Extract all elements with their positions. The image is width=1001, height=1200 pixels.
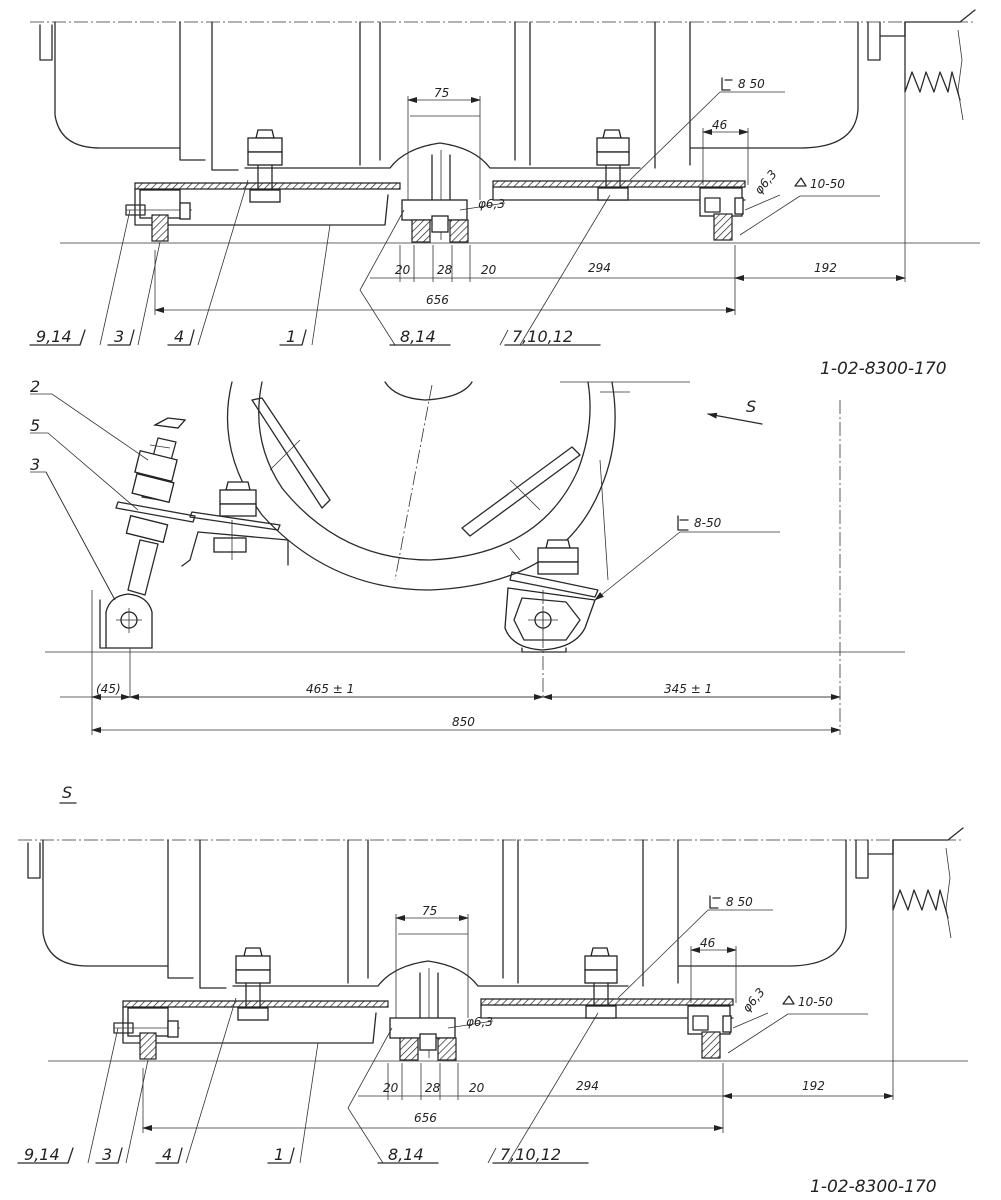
part-label-8-14: 8,14 [400, 327, 436, 346]
weld-mark-8-50-b: 8 50 [726, 895, 753, 909]
side-section-view: 2 5 3 S 8-50 (45) 465 ± 1 345 ± 1 850 [30, 377, 905, 735]
dim-20a: 20 [395, 263, 411, 277]
dim-294: 294 [588, 261, 611, 275]
dim-28-b: 28 [425, 1081, 441, 1095]
weld-mark-10-50: 10-50 [810, 177, 845, 191]
dim-656-b: 656 [414, 1111, 437, 1125]
part-label-1: 1 [286, 327, 296, 346]
dim-192: 192 [814, 261, 837, 275]
dim-345: 345 ± 1 [664, 682, 712, 696]
dim-dia-left: φ6,3 [478, 197, 505, 211]
dim-20b: 20 [481, 263, 497, 277]
dim-dia-right: φ6,3 [752, 167, 780, 197]
dim-75: 75 [434, 86, 449, 100]
part-label-9-14: 9,14 [36, 327, 72, 346]
weld-mark-8-50-mid: 8-50 [694, 516, 722, 530]
weld-mark-10-50-b: 10-50 [798, 995, 833, 1009]
part-label-3-b: 3 [102, 1145, 112, 1164]
part-label-4: 4 [174, 327, 184, 346]
dim-28: 28 [437, 263, 453, 277]
dim-294-b: 294 [576, 1079, 599, 1093]
dim-46-b: 46 [700, 936, 716, 950]
view-arrow-label: S [746, 397, 756, 416]
part-label-8-14-b: 8,14 [388, 1145, 424, 1164]
dim-46: 46 [712, 118, 728, 132]
part-label-5: 5 [30, 416, 40, 435]
part-label-7-10-12: 7,10,12 [512, 327, 573, 346]
dim-75-b: 75 [422, 904, 437, 918]
drawing-number-top: 1-02-8300-170 [820, 359, 947, 379]
dim-465: 465 ± 1 [306, 682, 354, 696]
dim-20b-b: 20 [469, 1081, 485, 1095]
weld-mark-8-50: 8 50 [738, 77, 765, 91]
part-label-4-b: 4 [162, 1145, 172, 1164]
part-label-3-mid: 3 [30, 455, 40, 474]
bottom-elevation-view: 75 46 20 28 20 294 192 656 φ6,3 φ6,3 8 5… [18, 828, 968, 1164]
part-label-1-b: 1 [274, 1145, 284, 1164]
top-elevation-view: 75 46 20 28 20 294 192 656 φ6,3 φ6,3 8 5… [30, 10, 980, 346]
dim-45: (45) [96, 682, 121, 696]
section-heading-s: S [62, 783, 72, 802]
dim-20a-b: 20 [383, 1081, 399, 1095]
part-label-9-14-b: 9,14 [24, 1145, 60, 1164]
part-label-3: 3 [114, 327, 124, 346]
drawing-number-bottom: 1-02-8300-170 [810, 1177, 937, 1197]
dim-656: 656 [426, 293, 449, 307]
dim-192-b: 192 [802, 1079, 825, 1093]
part-label-2: 2 [30, 377, 40, 396]
dim-dia-left-b: φ6,3 [466, 1015, 493, 1029]
part-label-7-10-12-b: 7,10,12 [500, 1145, 561, 1164]
dim-dia-right-b: φ6,3 [740, 985, 768, 1015]
dim-850: 850 [452, 715, 475, 729]
